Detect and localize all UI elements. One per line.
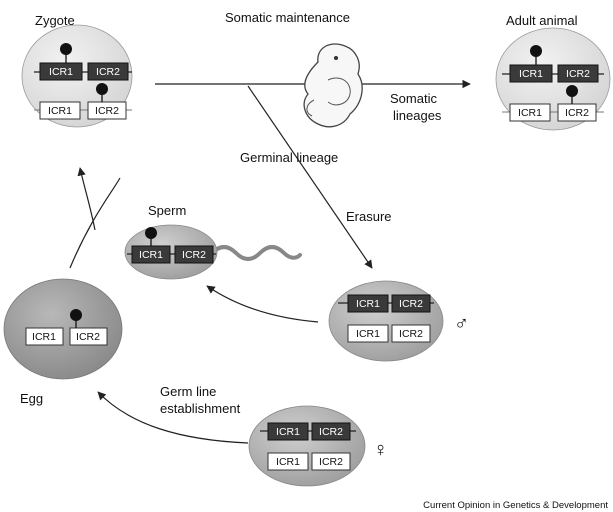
- germ-line-label-line2: establishment: [160, 401, 241, 416]
- female-icr1-unmethylated-box: [267, 452, 309, 471]
- adult-animal-label: Adult animal: [506, 13, 578, 28]
- egg-cell: ICR1 ICR2: [3, 278, 123, 380]
- zygote-icr2-methylated-box: [87, 62, 129, 81]
- adult-icr2-methylated-box: [557, 64, 599, 83]
- adult-icr1-top-label: ICR1: [519, 68, 543, 80]
- zygote-icr2-unmethylated-box: [87, 101, 127, 120]
- female-germ-cell: ICR1 ICR2 ICR1 ICR2: [248, 405, 366, 487]
- sperm-icr1-label: ICR1: [139, 249, 163, 261]
- sperm-icr2-label: ICR2: [182, 249, 206, 261]
- adult-icr1-bottom-label: ICR1: [518, 107, 542, 119]
- sperm-cell: ICR1 ICR2: [124, 224, 302, 280]
- adult-animal-cell: ICR1 ICR2 ICR1 ICR2: [495, 27, 611, 131]
- adult-methyl-marker-icon: [530, 45, 542, 65]
- germinal-lineage-label: Germinal lineage: [240, 150, 338, 165]
- female-icr1-methylated-box: [267, 422, 309, 441]
- zygote-icr1-methylated-box: [39, 62, 83, 81]
- male-icr1-unmethylated-box: [347, 324, 389, 343]
- female-icr2-methylated-box: [311, 422, 351, 441]
- adult-icr1-methylated-box: [509, 64, 553, 83]
- egg-methyl-marker-icon: [70, 309, 82, 328]
- somatic-lineages-label-line2: lineages: [393, 108, 442, 123]
- somatic-maintenance-label: Somatic maintenance: [225, 10, 350, 25]
- egg-icr2-unmethylated-box: [69, 327, 108, 346]
- female-icr1-top-label: ICR1: [276, 426, 300, 438]
- sperm-label: Sperm: [148, 203, 186, 218]
- male-icr2-top-label: ICR2: [399, 298, 423, 310]
- erasure-to-sperm-arrow: [206, 285, 319, 323]
- male-icr2-methylated-box: [391, 294, 431, 313]
- adult-icr2-top-label: ICR2: [566, 68, 590, 80]
- adult-icr1-unmethylated-box: [509, 103, 551, 122]
- germline-to-egg-arrow: [97, 391, 249, 444]
- egg-icr1-unmethylated-box: [25, 327, 64, 346]
- zygote-icr1-top-label: ICR1: [49, 66, 73, 78]
- zygote-icr2-top-label: ICR2: [96, 66, 120, 78]
- female-icr2-top-label: ICR2: [319, 426, 343, 438]
- sperm-wavy-tail-icon: [210, 245, 302, 261]
- female-icr1-bottom-label: ICR1: [276, 456, 300, 468]
- zygote-methyl-marker-icon: [60, 43, 72, 63]
- adult-icr2-unmethylated-box: [557, 103, 597, 122]
- sperm-methyl-marker-icon: [145, 227, 157, 246]
- male-icr1-top-label: ICR1: [356, 298, 380, 310]
- egg-label: Egg: [20, 391, 43, 406]
- zygote-icr1-bottom-label: ICR1: [48, 105, 72, 117]
- male-symbol-icon: ♂: [454, 313, 469, 335]
- zygote-icr2-bottom-label: ICR2: [95, 105, 119, 117]
- somatic-lineages-label-line1: Somatic: [390, 91, 437, 106]
- germinal-lineage-line: [247, 85, 373, 269]
- zygote-label: Zygote: [35, 13, 75, 28]
- erasure-label: Erasure: [346, 209, 392, 224]
- male-germ-cell: ICR1 ICR2 ICR1 ICR2: [328, 280, 444, 362]
- male-icr2-unmethylated-box: [391, 324, 431, 343]
- zygote-bottom-methyl-marker-icon: [96, 83, 108, 102]
- sperm-icr2-methylated-box: [174, 245, 214, 264]
- adult-bottom-methyl-marker-icon: [566, 85, 578, 104]
- egg-to-zygote-arrow: [69, 168, 121, 269]
- egg-icr2-label: ICR2: [76, 331, 100, 343]
- male-icr1-bottom-label: ICR1: [356, 328, 380, 340]
- female-symbol-icon: ♀: [373, 439, 388, 461]
- female-icr2-unmethylated-box: [311, 452, 351, 471]
- male-icr2-bottom-label: ICR2: [399, 328, 423, 340]
- credit-line: Current Opinion in Genetics & Developmen…: [423, 500, 608, 511]
- germ-line-label-line1: Germ line: [160, 384, 216, 399]
- adult-icr2-bottom-label: ICR2: [565, 107, 589, 119]
- egg-icr1-label: ICR1: [32, 331, 56, 343]
- male-icr1-methylated-box: [347, 294, 389, 313]
- female-icr2-bottom-label: ICR2: [319, 456, 343, 468]
- zygote-icr1-unmethylated-box: [39, 101, 81, 120]
- zygote-cell: ICR1 ICR2 ICR1 ICR2: [21, 24, 133, 128]
- mouse-embryo-icon: [303, 43, 363, 128]
